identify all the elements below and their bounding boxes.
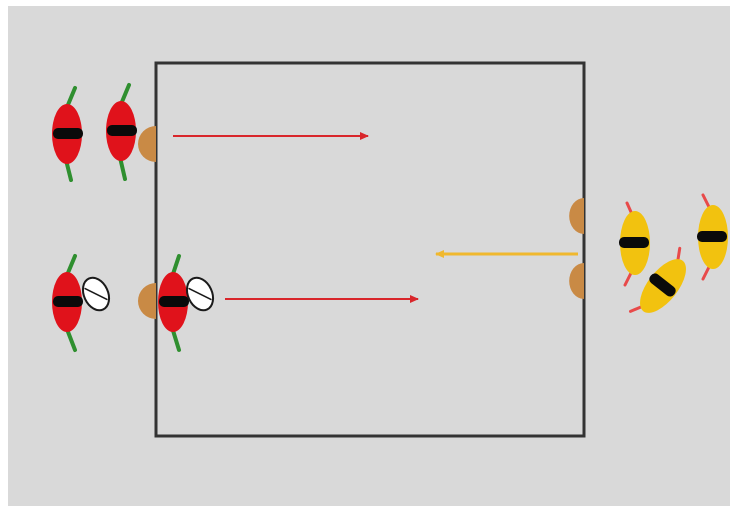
red-player-3 <box>52 254 83 352</box>
yellow-player-1 <box>619 201 650 287</box>
yellow-player-2 <box>697 193 728 281</box>
cone-left-top <box>137 126 156 162</box>
red-player-4 <box>158 254 189 352</box>
cone-right-bottom <box>569 263 584 299</box>
playing-area <box>154 61 586 438</box>
yellow-player-3 <box>628 246 686 313</box>
red-player-1 <box>52 86 83 182</box>
ball-icon <box>185 276 215 312</box>
cone-right-top <box>569 198 584 234</box>
red-player-2 <box>106 83 137 181</box>
cone-left-bottom <box>137 283 156 319</box>
ball-icon <box>81 276 111 312</box>
